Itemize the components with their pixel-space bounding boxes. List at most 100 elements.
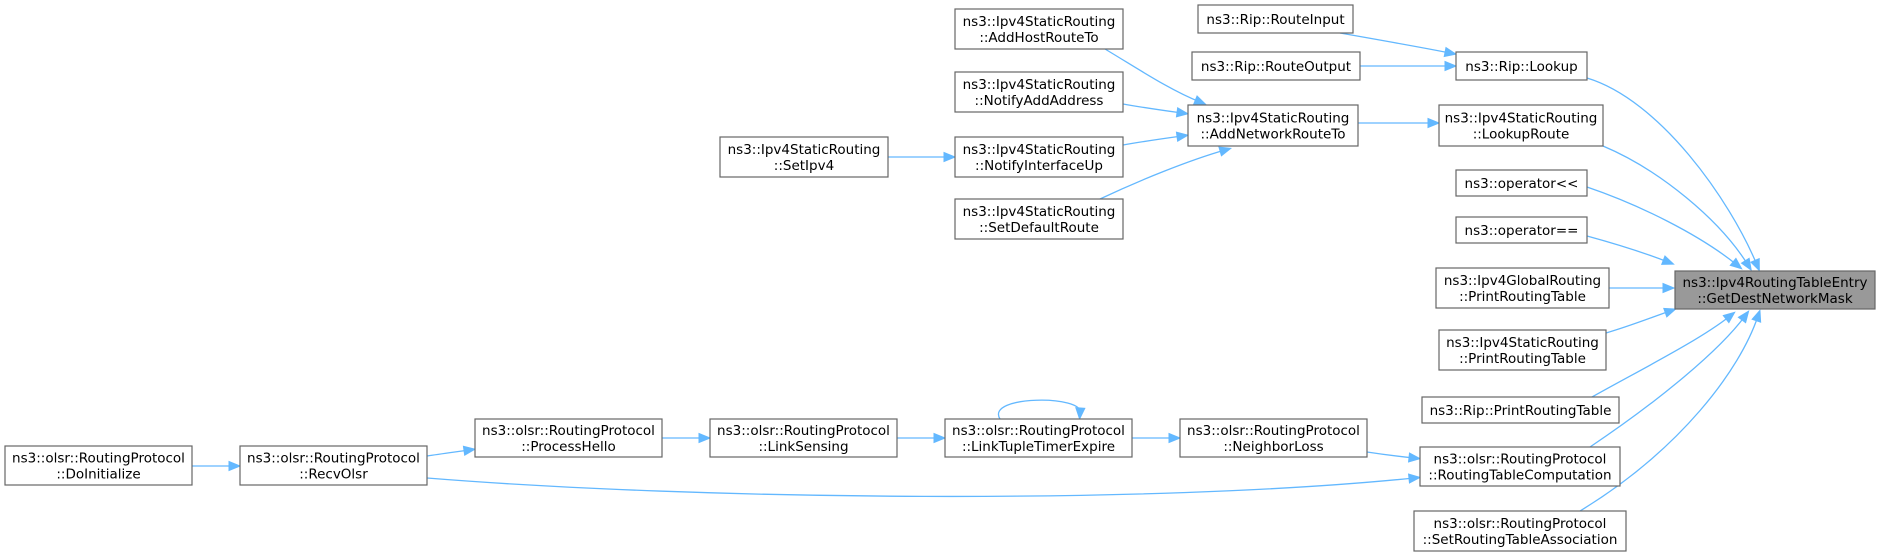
edge-static_notifyaddaddress-to-static_addnetworkrouteto xyxy=(1122,103,1190,118)
arrowhead-icon xyxy=(1740,257,1752,272)
edge-rip_lookup-to-focus xyxy=(1586,77,1760,272)
node-label-line: ns3::operator== xyxy=(1465,223,1579,239)
arrowhead-icon xyxy=(943,151,957,163)
node-label-line: ns3::Ipv4StaticRouting xyxy=(963,204,1116,220)
node-box xyxy=(1674,270,1876,310)
node-label-line: ns3::Rip::PrintRoutingTable xyxy=(1430,403,1612,419)
node-box xyxy=(1455,51,1588,81)
edge-line xyxy=(1586,77,1758,266)
edge-static_addhostrouteto-to-static_addnetworkrouteto xyxy=(1104,48,1207,105)
edge-olsr_linktupletimerexpire-to-olsr_linktupletimerexpire xyxy=(997,399,1086,421)
node-label-line: ns3::olsr::RoutingProtocol xyxy=(1187,423,1360,439)
node-label-line: ns3::Ipv4StaticRouting xyxy=(728,142,881,158)
node-label-line: ::LinkTupleTimerExpire xyxy=(962,439,1115,455)
edge-rip_routeoutput-to-rip_lookup xyxy=(1360,60,1458,72)
node-label-line: ns3::Ipv4StaticRouting xyxy=(963,14,1116,30)
node-layer: ns3::Ipv4RoutingTableEntry::GetDestNetwo… xyxy=(4,4,1876,552)
edge-olsr_recvolsr-to-olsr_routingtablecomputation xyxy=(426,473,1422,498)
edge-line xyxy=(1122,135,1183,146)
edge-op_eq-to-focus xyxy=(1586,235,1675,265)
node-static-setipv4[interactable]: ns3::Ipv4StaticRouting::SetIpv4 xyxy=(719,136,889,178)
node-label-line: ::RecvOlsr xyxy=(299,467,368,483)
node-op-shift[interactable]: ns3::operator<< xyxy=(1455,169,1588,197)
node-olsr-linksensing[interactable]: ns3::olsr::RoutingProtocol::LinkSensing xyxy=(709,418,898,458)
node-static-setdefaultroute[interactable]: ns3::Ipv4StaticRouting::SetDefaultRoute xyxy=(954,198,1124,240)
node-static-printroutingtable[interactable]: ns3::Ipv4StaticRouting::PrintRoutingTabl… xyxy=(1438,329,1607,371)
edge-line xyxy=(1605,310,1671,334)
node-label-line: ns3::olsr::RoutingProtocol xyxy=(717,423,890,439)
node-label-line: ::DoInitialize xyxy=(56,467,140,483)
edge-line xyxy=(1366,451,1415,459)
edge-line xyxy=(1589,315,1746,448)
edge-line xyxy=(1579,315,1759,512)
node-label-line: ns3::Ipv4StaticRouting xyxy=(1446,335,1599,351)
node-box xyxy=(719,136,889,178)
node-label-line: ::NotifyAddAddress xyxy=(975,93,1104,109)
arrowhead-icon xyxy=(1175,131,1190,142)
node-box xyxy=(1191,51,1361,81)
edge-static_setipv4-to-static_notifyinterfaceup xyxy=(888,151,957,163)
edge-static_printroutingtable-to-focus xyxy=(1605,307,1677,334)
edge-line xyxy=(1339,32,1451,54)
node-box xyxy=(944,418,1133,458)
edge-line xyxy=(997,399,1081,420)
node-olsr-doinitialize[interactable]: ns3::olsr::RoutingProtocol::DoInitialize xyxy=(4,445,193,486)
node-box xyxy=(1455,169,1588,197)
arrowhead-icon xyxy=(228,460,242,472)
edge-line xyxy=(1602,145,1749,266)
node-box xyxy=(1421,396,1620,424)
node-olsr-recvolsr[interactable]: ns3::olsr::RoutingProtocol::RecvOlsr xyxy=(239,445,428,486)
edge-line xyxy=(1586,235,1669,263)
node-label-line: ::SetRoutingTableAssociation xyxy=(1423,532,1618,548)
arrowhead-icon xyxy=(462,445,477,456)
node-label-line: ns3::Ipv4GlobalRouting xyxy=(1444,273,1601,289)
node-box xyxy=(4,445,193,486)
node-static-addhostrouteto[interactable]: ns3::Ipv4StaticRouting::AddHostRouteTo xyxy=(954,8,1124,50)
node-label-line: ns3::olsr::RoutingProtocol xyxy=(1434,516,1607,532)
node-label-line: ::PrintRoutingTable xyxy=(1459,289,1586,305)
node-label-line: ::ProcessHello xyxy=(521,439,616,455)
node-label-line: ns3::Rip::Lookup xyxy=(1465,59,1577,75)
edge-line xyxy=(1099,149,1226,200)
node-global-printroutingtable[interactable]: ns3::Ipv4GlobalRouting::PrintRoutingTabl… xyxy=(1435,267,1610,309)
edge-static_lookuproute-to-focus xyxy=(1602,145,1752,272)
node-label-line: ::PrintRoutingTable xyxy=(1459,351,1586,367)
node-focus: ns3::Ipv4RoutingTableEntry::GetDestNetwo… xyxy=(1674,270,1876,310)
node-static-addnetworkrouteto[interactable]: ns3::Ipv4StaticRouting::AddNetworkRouteT… xyxy=(1187,104,1359,147)
node-box xyxy=(239,445,428,486)
node-olsr-setroutingtableassociation[interactable]: ns3::olsr::RoutingProtocol::SetRoutingTa… xyxy=(1413,510,1627,552)
edge-olsr_routingtablecomputation-to-focus xyxy=(1589,310,1750,448)
node-box xyxy=(1438,104,1604,147)
edge-static_notifyinterfaceup-to-static_addnetworkrouteto xyxy=(1122,131,1190,146)
arrowhead-icon xyxy=(933,432,947,444)
node-static-notifyaddaddress[interactable]: ns3::Ipv4StaticRouting::NotifyAddAddress xyxy=(954,71,1124,113)
node-static-lookuproute[interactable]: ns3::Ipv4StaticRouting::LookupRoute xyxy=(1438,104,1604,147)
edge-olsr_processhello-to-olsr_linksensing xyxy=(662,432,712,444)
edge-line xyxy=(1104,48,1201,103)
arrowhead-icon xyxy=(1427,117,1441,129)
node-box xyxy=(474,418,663,458)
node-static-notifyinterfaceup[interactable]: ns3::Ipv4StaticRouting::NotifyInterfaceU… xyxy=(954,136,1124,178)
arrowhead-icon xyxy=(1192,95,1207,105)
arrowhead-icon xyxy=(1218,146,1233,157)
node-olsr-processhello[interactable]: ns3::olsr::RoutingProtocol::ProcessHello xyxy=(474,418,663,458)
node-rip-routeinput[interactable]: ns3::Rip::RouteInput xyxy=(1197,4,1354,34)
node-rip-routeoutput[interactable]: ns3::Rip::RouteOutput xyxy=(1191,51,1361,81)
node-label-line: ::LookupRoute xyxy=(1473,127,1570,143)
node-olsr-neighborloss[interactable]: ns3::olsr::RoutingProtocol::NeighborLoss xyxy=(1179,418,1368,458)
node-op-eq[interactable]: ns3::operator== xyxy=(1455,216,1588,244)
node-label-line: ::AddNetworkRouteTo xyxy=(1201,127,1346,143)
node-olsr-linktupletimerexpire[interactable]: ns3::olsr::RoutingProtocol::LinkTupleTim… xyxy=(944,418,1133,458)
node-label-line: ns3::Ipv4StaticRouting xyxy=(963,142,1116,158)
node-olsr-routingtablecomputation[interactable]: ns3::olsr::RoutingProtocol::RoutingTable… xyxy=(1419,446,1621,487)
node-rip-printroutingtable[interactable]: ns3::Rip::PrintRoutingTable xyxy=(1421,396,1620,424)
node-box xyxy=(1419,446,1621,487)
node-box xyxy=(1413,510,1627,552)
edge-olsr_linksensing-to-olsr_linktupletimerexpire xyxy=(897,432,947,444)
node-label-line: ns3::olsr::RoutingProtocol xyxy=(1434,452,1607,468)
node-rip-lookup[interactable]: ns3::Rip::Lookup xyxy=(1455,51,1588,81)
node-label-line: ::NotifyInterfaceUp xyxy=(975,158,1103,174)
arrowhead-icon xyxy=(1750,257,1760,272)
node-box xyxy=(1435,267,1610,309)
